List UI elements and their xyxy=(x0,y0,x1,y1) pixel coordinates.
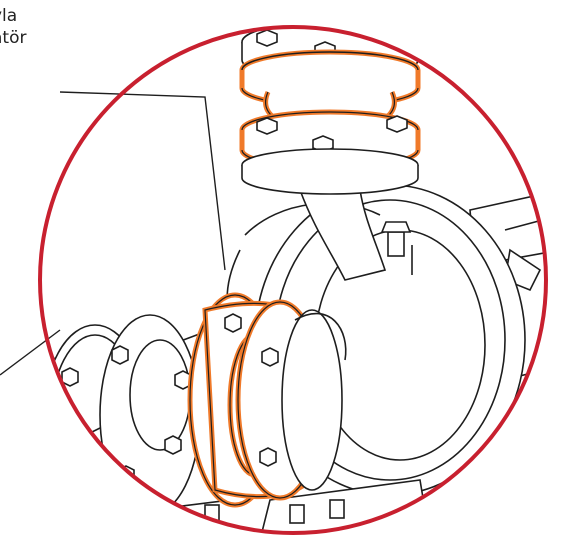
casing-bolt xyxy=(387,231,405,257)
upper-lower-flange-rim xyxy=(241,165,419,195)
casing-inlet-flange xyxy=(281,309,343,491)
leader-line-lower xyxy=(0,329,61,376)
discharge-neck xyxy=(298,189,387,281)
inlet-transition xyxy=(294,312,347,361)
caption-line-1: yla xyxy=(0,6,18,26)
leader-line-upper xyxy=(59,91,226,271)
spool-flange xyxy=(99,314,201,516)
leader-lines xyxy=(0,91,226,376)
casing-bolt-head xyxy=(380,221,412,233)
detail-circle-border xyxy=(38,25,548,535)
